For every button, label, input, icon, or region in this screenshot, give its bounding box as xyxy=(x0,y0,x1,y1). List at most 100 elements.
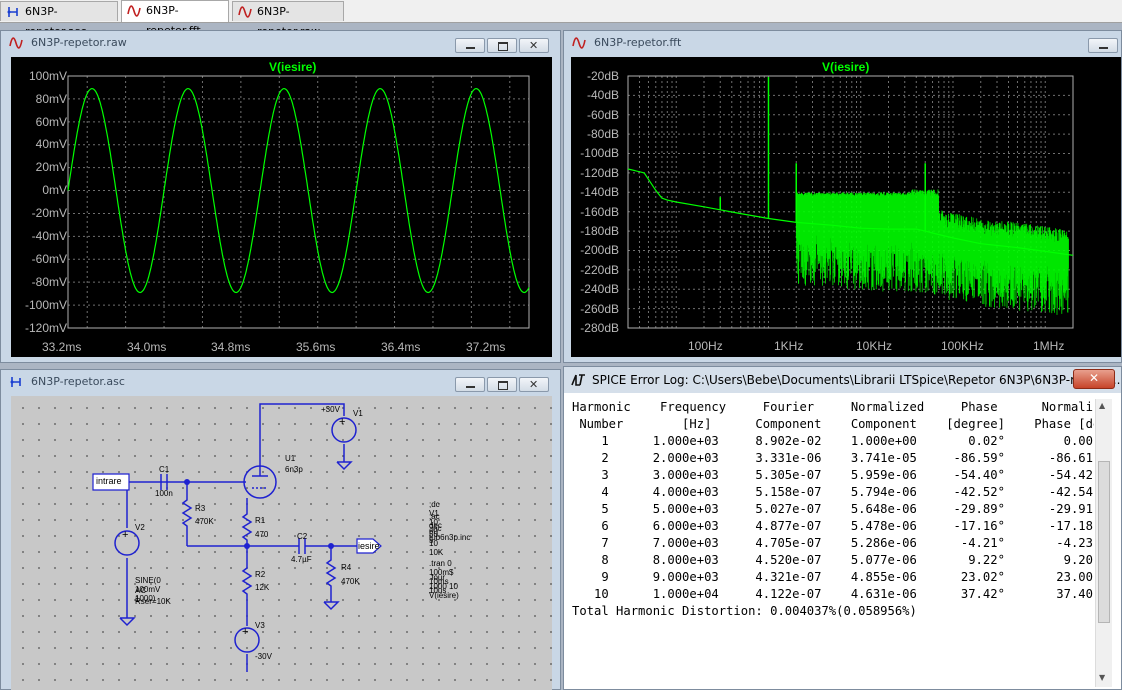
y-tick: -240dB xyxy=(580,282,619,296)
error-log-text[interactable]: Harmonic Frequency Fourier Normalized Ph… xyxy=(572,399,1094,689)
u1-value[interactable]: 6n3p xyxy=(285,465,303,474)
v2-label[interactable]: V2 xyxy=(135,523,145,532)
tab-fft[interactable]: 6N3P-repetor.fft xyxy=(121,0,229,37)
c1-label[interactable]: C1 xyxy=(159,465,170,474)
svg-text:+: + xyxy=(339,416,345,428)
v1-label[interactable]: V1 xyxy=(353,409,363,418)
y-tick: -60mV xyxy=(31,252,67,266)
log-line: 8 8.000e+03 4.520e-07 5.077e-06 9.22° 9.… xyxy=(572,553,1094,567)
log-line: 4 4.000e+03 5.158e-07 5.794e-06 -42.52° … xyxy=(572,485,1094,499)
x-tick: 36.4ms xyxy=(381,340,421,354)
window-title: 6N3P-repetor.fft xyxy=(572,36,681,49)
v3-value[interactable]: -30V xyxy=(255,652,272,661)
document-tab-bar: 6N3P-repetor.asc 6N3P-repetor.fft 6N3P-r… xyxy=(0,0,1122,38)
v2-source-spec[interactable]: SINE(0 100mV 1000) xyxy=(135,576,161,603)
v1-value[interactable]: +30V xyxy=(321,405,340,414)
r3-label[interactable]: R3 xyxy=(195,504,206,513)
tab-schematic[interactable]: 6N3P-repetor.asc xyxy=(0,1,118,38)
x-tick: 34.0ms xyxy=(127,340,167,354)
y-tick: -160dB xyxy=(580,205,619,219)
y-tick: 0mV xyxy=(42,183,67,197)
r2-label[interactable]: R2 xyxy=(255,570,266,579)
x-tick: 33.2ms xyxy=(42,340,82,354)
series-line xyxy=(627,168,1074,256)
window-controls: ✕ xyxy=(455,38,549,53)
schematic-canvas[interactable]: + + + intrare iesire C1 100n R3 470K U1 … xyxy=(11,396,552,690)
window-title-text: 6N3P-repetor.raw xyxy=(31,36,127,49)
restore-button[interactable] xyxy=(487,377,517,392)
trace-label[interactable]: V(iesire) xyxy=(269,60,317,74)
r2-value[interactable]: 12K xyxy=(255,583,270,592)
x-tick: 10KHz xyxy=(856,339,893,353)
u1-label[interactable]: U1 xyxy=(285,454,296,463)
spice-error-log-window: SPICE Error Log: C:\Users\Bebe\Documents… xyxy=(563,366,1122,690)
x-tick: 1KHz xyxy=(774,339,804,353)
c1-value[interactable]: 100n xyxy=(155,489,173,498)
minimize-button[interactable] xyxy=(1088,38,1118,53)
r4-label[interactable]: R4 xyxy=(341,563,352,572)
spice-directive[interactable]: ;dc V1 10 60 5 xyxy=(429,500,440,545)
v2-rser-spec[interactable]: Rser=10K xyxy=(135,597,171,606)
y-tick: -180dB xyxy=(580,224,619,238)
spice-directive[interactable]: .inc tub6n3p.inc xyxy=(429,524,471,542)
r3-value[interactable]: 470K xyxy=(195,517,214,526)
waveform-icon xyxy=(127,5,141,17)
plot-frame xyxy=(627,75,1074,329)
trace-label[interactable]: V(iesire) xyxy=(822,60,870,74)
error-log-title: SPICE Error Log: C:\Users\Bebe\Documents… xyxy=(592,373,1121,387)
net-label-output[interactable]: iesire xyxy=(358,541,380,551)
schematic-icon xyxy=(10,377,21,387)
window-controls xyxy=(1088,38,1118,53)
v2-ac-spec[interactable]: AC 1 xyxy=(135,586,147,604)
scrollbar-thumb[interactable] xyxy=(1098,461,1110,623)
x-tick: 1MHz xyxy=(1033,339,1065,353)
x-tick: 100KHz xyxy=(941,339,984,353)
window-title-text: 6N3P-repetor.asc xyxy=(31,375,125,388)
log-line: Harmonic Frequency Fourier Normalized Ph… xyxy=(572,400,1094,414)
circuit-drawing: + + + xyxy=(92,403,382,672)
log-line: 9 9.000e+03 4.321e-07 4.855e-06 23.02° 2… xyxy=(572,570,1094,584)
r1-value[interactable]: 470 xyxy=(255,530,269,539)
restore-button[interactable] xyxy=(487,38,517,53)
log-line: Total Harmonic Distortion: 0.004037%(0.0… xyxy=(572,604,917,618)
close-button[interactable]: ✕ xyxy=(519,38,549,53)
raw-plot-area[interactable]: V(iesire) 100mV 80mV 60mV 40mV 20mV 0mV … xyxy=(11,57,552,357)
scroll-up-icon[interactable]: ▲ xyxy=(1099,401,1106,410)
fft-plot-area[interactable]: V(iesire) -20dB -40dB -60dB -80dB -100dB… xyxy=(571,57,1121,357)
spice-directive[interactable]: .tran 0 100m$ 10ms 10us xyxy=(429,559,454,595)
r1-label[interactable]: R1 xyxy=(255,516,266,525)
close-icon: ✕ xyxy=(1089,371,1100,385)
scroll-down-icon[interactable]: ▼ xyxy=(1099,673,1106,682)
tab-raw[interactable]: 6N3P-repetor.raw xyxy=(232,1,344,38)
y-tick: -140dB xyxy=(580,185,619,199)
close-button[interactable]: ✕ xyxy=(1073,369,1115,389)
spice-directive[interactable]: .four 1000 10 V(iesire) xyxy=(429,573,459,600)
series-line xyxy=(67,87,530,294)
log-line: 2 2.000e+03 3.331e-06 3.741e-05 -86.59° … xyxy=(572,451,1094,465)
minimize-button[interactable] xyxy=(455,377,485,392)
r4-value[interactable]: 470K xyxy=(341,577,360,586)
log-line: 1 1.000e+03 8.902e-02 1.000e+00 0.02° 0.… xyxy=(572,434,1094,448)
y-tick: -80dB xyxy=(586,127,619,141)
window-controls: ✕ xyxy=(455,377,549,392)
c2-label[interactable]: C2 xyxy=(297,532,308,541)
y-tick: -60dB xyxy=(586,108,619,122)
waveform-icon xyxy=(238,6,252,18)
close-button[interactable]: ✕ xyxy=(519,377,549,392)
v3-label[interactable]: V3 xyxy=(255,621,265,630)
log-line: 10 1.000e+04 4.122e-07 4.631e-06 37.42° … xyxy=(572,587,1094,601)
spice-directive[interactable]: ;ac dec 50 10 10K xyxy=(429,512,444,557)
net-label-input[interactable]: intrare xyxy=(96,476,122,486)
svg-text:+: + xyxy=(122,529,128,541)
plot-frame xyxy=(67,75,530,329)
y-tick: -100dB xyxy=(580,146,619,160)
log-line: 3 3.000e+03 5.305e-07 5.959e-06 -54.40° … xyxy=(572,468,1094,482)
vertical-scrollbar[interactable]: ▲ ▼ xyxy=(1095,399,1112,687)
c2-value[interactable]: 4.7µF xyxy=(291,555,312,564)
fft-plot-svg xyxy=(627,75,1074,329)
minimize-button[interactable] xyxy=(455,38,485,53)
close-icon: ✕ xyxy=(529,378,539,391)
y-tick: -40mV xyxy=(31,229,67,243)
y-tick: -260dB xyxy=(580,302,619,316)
y-tick: 20mV xyxy=(35,160,67,174)
